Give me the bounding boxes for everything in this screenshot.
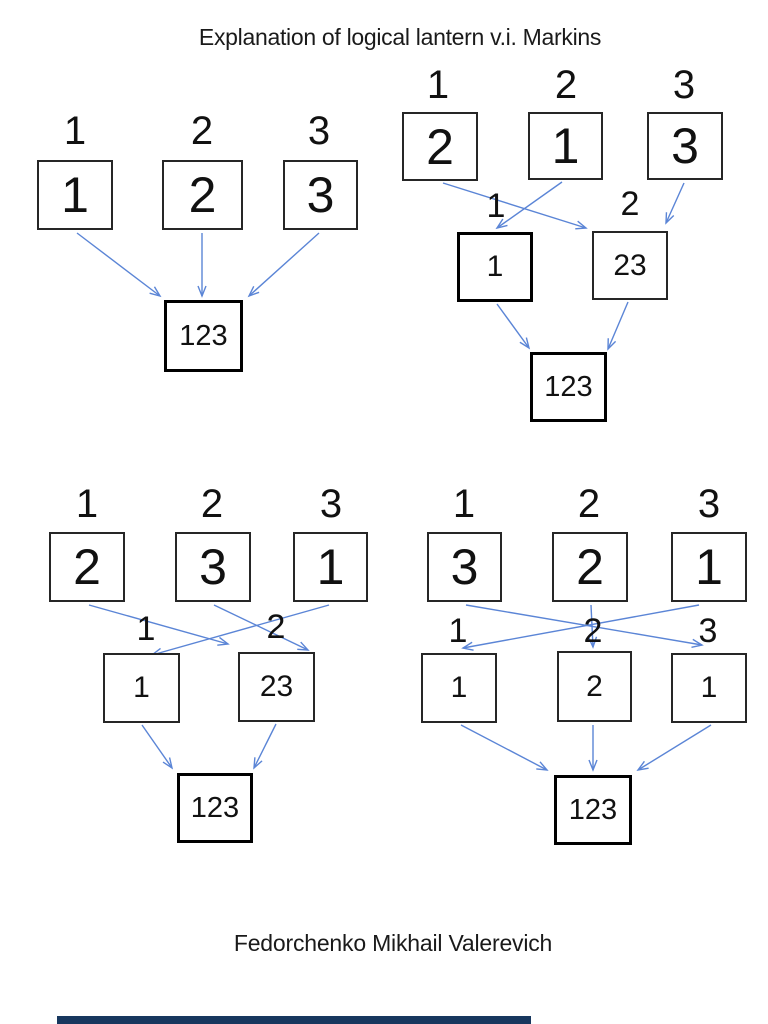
arrow <box>213 604 310 651</box>
d4-middle-label-2: 2 <box>583 612 603 650</box>
d2-input-box-3: 3 <box>647 112 723 180</box>
d3-middle-label-1: 1 <box>136 610 156 648</box>
d3-input-box-3: 1 <box>293 532 368 602</box>
arrow <box>442 182 588 230</box>
d2-middle-label-1: 1 <box>486 187 506 225</box>
d4-input-box-2: 2 <box>552 532 628 602</box>
d2-middle-label-2: 2 <box>620 185 640 223</box>
d1-input-label-3: 3 <box>307 109 331 153</box>
d2-middle-box-2: 23 <box>592 231 668 300</box>
d1-input-box-1: 1 <box>37 160 113 230</box>
d2-input-label-2: 2 <box>554 63 578 107</box>
d3-input-label-1: 1 <box>75 482 99 526</box>
arrow <box>253 723 277 770</box>
d2-input-label-3: 3 <box>672 63 696 107</box>
d1-input-box-2: 2 <box>162 160 243 230</box>
arrow <box>607 301 629 351</box>
arrow <box>76 232 162 298</box>
d3-output-box: 123 <box>177 773 253 843</box>
footer-author: Fedorchenko Mikhail Valerevich <box>233 930 553 956</box>
d4-output-box: 123 <box>554 775 632 845</box>
d2-output-box: 123 <box>530 352 607 422</box>
d4-middle-label-3: 3 <box>698 612 718 650</box>
d3-middle-box-1: 1 <box>103 653 180 723</box>
d1-input-box-3: 3 <box>283 160 358 230</box>
d4-input-box-3: 1 <box>671 532 747 602</box>
d4-input-label-1: 1 <box>452 482 476 526</box>
d4-middle-box-3: 1 <box>671 653 747 723</box>
d3-input-box-1: 2 <box>49 532 125 602</box>
arrow <box>461 604 700 651</box>
page-title: Explanation of logical lantern v.i. Mark… <box>198 24 602 50</box>
arrow <box>587 604 598 649</box>
arrow <box>636 724 712 771</box>
d4-input-label-3: 3 <box>697 482 721 526</box>
d4-middle-box-1: 1 <box>421 653 497 723</box>
arrow <box>495 181 563 230</box>
d3-input-label-2: 2 <box>200 482 224 526</box>
bottom-bar <box>57 1016 531 1024</box>
arrow <box>460 724 549 771</box>
arrow <box>247 232 320 298</box>
d4-input-label-2: 2 <box>577 482 601 526</box>
d3-input-box-2: 3 <box>175 532 251 602</box>
d2-input-label-1: 1 <box>426 63 450 107</box>
arrow <box>150 604 330 657</box>
arrow <box>665 182 685 225</box>
d3-input-label-3: 3 <box>319 482 343 526</box>
d2-middle-box-1: 1 <box>457 232 533 302</box>
d1-output-box: 123 <box>164 300 243 372</box>
d3-middle-box-2: 23 <box>238 652 315 722</box>
arrow <box>496 303 531 350</box>
arrow <box>465 604 704 648</box>
d2-input-box-1: 2 <box>402 112 478 181</box>
d2-input-box-2: 1 <box>528 112 603 180</box>
d4-middle-box-2: 2 <box>557 651 632 722</box>
d4-input-box-1: 3 <box>427 532 502 602</box>
arrow <box>141 724 174 770</box>
d3-middle-label-2: 2 <box>266 608 286 646</box>
d4-middle-label-1: 1 <box>448 612 468 650</box>
d1-input-label-1: 1 <box>63 109 87 153</box>
arrow <box>88 604 230 646</box>
d1-input-label-2: 2 <box>190 109 214 153</box>
